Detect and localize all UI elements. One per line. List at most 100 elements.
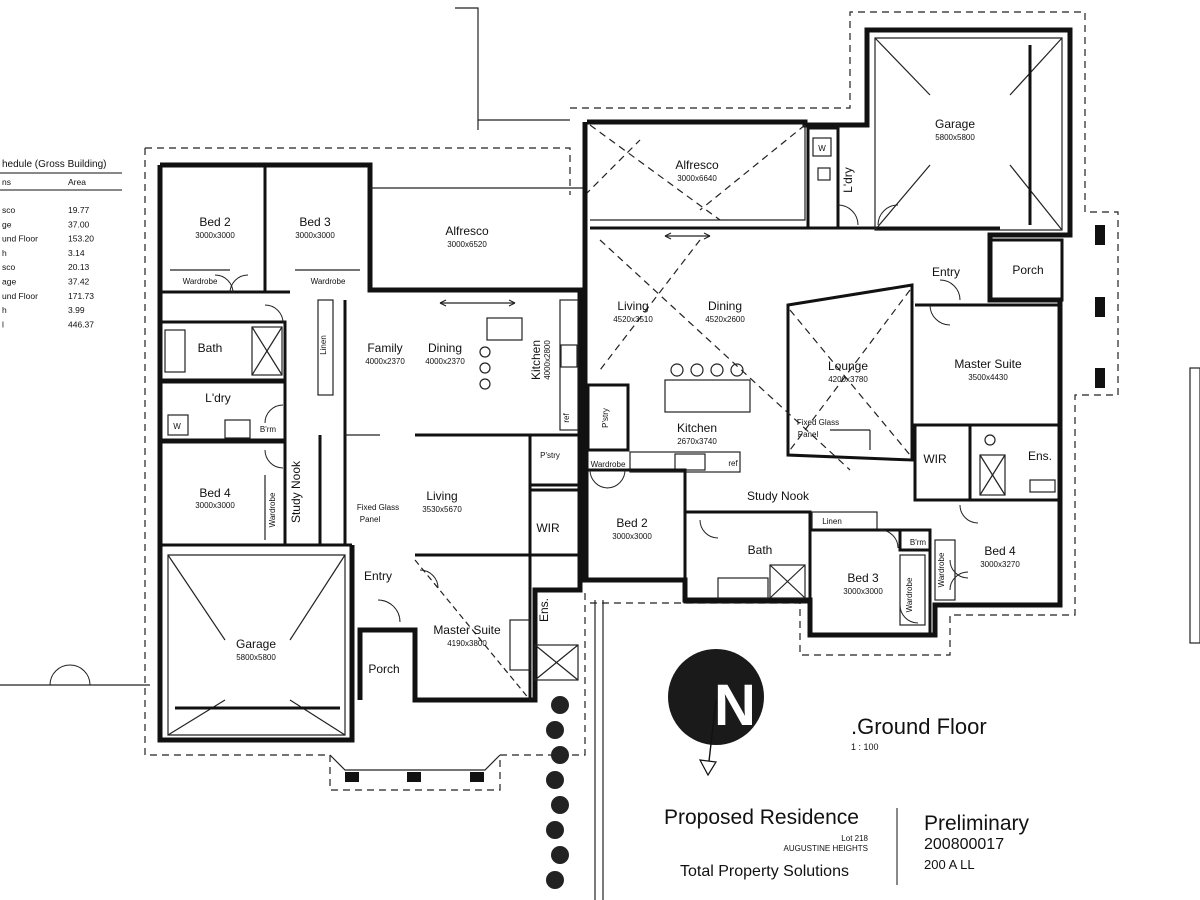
schedule-row-name: ge: [2, 219, 12, 229]
room-bath: Bath: [748, 543, 773, 557]
schedule-row-area: 37.00: [68, 219, 90, 229]
label-fixed-glass: Fixed Glass: [797, 418, 839, 427]
label-washer: W: [818, 144, 826, 153]
room-ensuite: Ens.: [1028, 449, 1052, 463]
room-porch: Porch: [1012, 263, 1043, 277]
schedule-row-name: und Floor: [2, 291, 38, 301]
schedule-col-area: Area: [68, 177, 86, 187]
room-bed2: Bed 2: [199, 215, 231, 229]
dim-lounge: 4200x3780: [828, 375, 868, 384]
left-house: [0, 7, 641, 791]
room-bed3: Bed 3: [847, 571, 879, 585]
schedule-row-name: h: [2, 248, 7, 258]
label-wardrobe: Wardrobe: [937, 552, 946, 587]
room-bed4: Bed 4: [984, 544, 1016, 558]
dim-dining: 4520x2600: [705, 315, 745, 324]
room-dining: Dining: [708, 299, 742, 313]
dim-bed3: 3000x3000: [295, 231, 335, 240]
room-study-nook: Study Nook: [747, 489, 810, 503]
schedule-row-name: h: [2, 305, 7, 315]
label-ref: ref: [562, 413, 571, 423]
right-room-labels: Alfresco 3000x6640 Garage 5800x5800 L'dr…: [591, 117, 1052, 612]
project-title: Proposed Residence: [664, 806, 859, 829]
room-entry: Entry: [364, 569, 392, 583]
north-letter: N: [714, 673, 756, 738]
room-wir: WIR: [923, 452, 947, 466]
dim-master-suite: 3500x4430: [968, 373, 1008, 382]
lot-number: Lot 218: [841, 834, 868, 843]
room-alfresco: Alfresco: [675, 158, 719, 172]
label-linen: Linen: [822, 517, 842, 526]
schedule-col-name: ns: [2, 177, 11, 187]
schedule-row-name: sco: [2, 205, 16, 215]
dim-kitchen: 4000x2800: [543, 340, 552, 380]
dim-living: 3530x5670: [422, 505, 462, 514]
dim-dining: 4000x2370: [425, 357, 465, 366]
room-porch: Porch: [368, 662, 399, 676]
label-wardrobe: Wardrobe: [591, 460, 626, 469]
schedule-row-area: 37.42: [68, 277, 90, 287]
label-linen: Linen: [319, 335, 328, 355]
label-wardrobe: Wardrobe: [183, 277, 218, 286]
label-fixed-glass: Fixed Glass: [357, 503, 399, 512]
floor-title: .Ground Floor: [851, 714, 987, 739]
room-lounge: Lounge: [828, 359, 868, 373]
dim-bed2: 3000x3000: [195, 231, 235, 240]
room-alfresco: Alfresco: [445, 224, 489, 238]
dim-living: 4520x3510: [613, 315, 653, 324]
label-wardrobe: Wardrobe: [905, 577, 914, 612]
label-panel: Panel: [798, 430, 819, 439]
label-panel: Panel: [360, 515, 381, 524]
dim-family: 4000x2370: [365, 357, 405, 366]
schedule-row-area: 171.73: [68, 291, 94, 301]
room-master-suite: Master Suite: [954, 357, 1022, 371]
room-pantry: P'stry: [540, 451, 560, 460]
label-wardrobe: Wardrobe: [311, 277, 346, 286]
drawing-status: Preliminary: [924, 812, 1030, 835]
schedule-row-name: und Floor: [2, 234, 38, 244]
north-arrow-icon: N: [668, 649, 764, 777]
dim-garage: 5800x5800: [236, 653, 276, 662]
room-living: Living: [426, 489, 457, 503]
schedule-row-area: 153.20: [68, 234, 94, 244]
schedule-row-name: age: [2, 277, 16, 287]
dim-bed2: 3000x3000: [612, 532, 652, 541]
schedule-row-name: sco: [2, 262, 16, 272]
room-kitchen: Kitchen: [529, 340, 543, 380]
room-brm: B'rm: [910, 538, 927, 547]
schedule-row-area: 3.14: [68, 248, 85, 258]
room-family: Family: [367, 341, 402, 355]
project-location: AUGUSTINE HEIGHTS: [783, 844, 868, 853]
dim-alfresco: 3000x6640: [677, 174, 717, 183]
dim-bed4: 3000x3270: [980, 560, 1020, 569]
room-bed4: Bed 4: [199, 486, 231, 500]
room-brm: B'rm: [260, 425, 277, 434]
drawing-number: 200800017: [924, 836, 1005, 853]
floor-scale: 1 : 100: [851, 742, 879, 752]
room-ensuite: Ens.: [537, 598, 551, 622]
left-room-labels: Bed 2 3000x3000 Bed 3 3000x3000 Wardrobe…: [173, 215, 571, 676]
schedule-row-area: 19.77: [68, 205, 90, 215]
drawing-revision: 200 A LL: [924, 857, 975, 872]
landscaping-shrubs: [546, 696, 569, 889]
room-dining: Dining: [428, 341, 462, 355]
dim-bed3: 3000x3000: [843, 587, 883, 596]
room-garage: Garage: [236, 637, 276, 651]
dim-kitchen: 2670x3740: [677, 437, 717, 446]
room-laundry: L'dry: [841, 167, 855, 193]
dim-alfresco: 3000x6520: [447, 240, 487, 249]
schedule-row-name: l: [2, 319, 4, 329]
schedule-row-area: 3.99: [68, 305, 85, 315]
schedule-heading: hedule (Gross Building): [2, 159, 107, 170]
room-bed2: Bed 2: [616, 516, 648, 530]
label-washer: W: [173, 422, 181, 431]
room-master-suite: Master Suite: [433, 623, 501, 637]
dim-garage: 5800x5800: [935, 133, 975, 142]
room-kitchen: Kitchen: [677, 421, 717, 435]
right-house: [570, 11, 1200, 900]
room-wir: WIR: [536, 521, 560, 535]
label-ref: ref: [728, 459, 738, 468]
room-laundry: L'dry: [205, 391, 231, 405]
